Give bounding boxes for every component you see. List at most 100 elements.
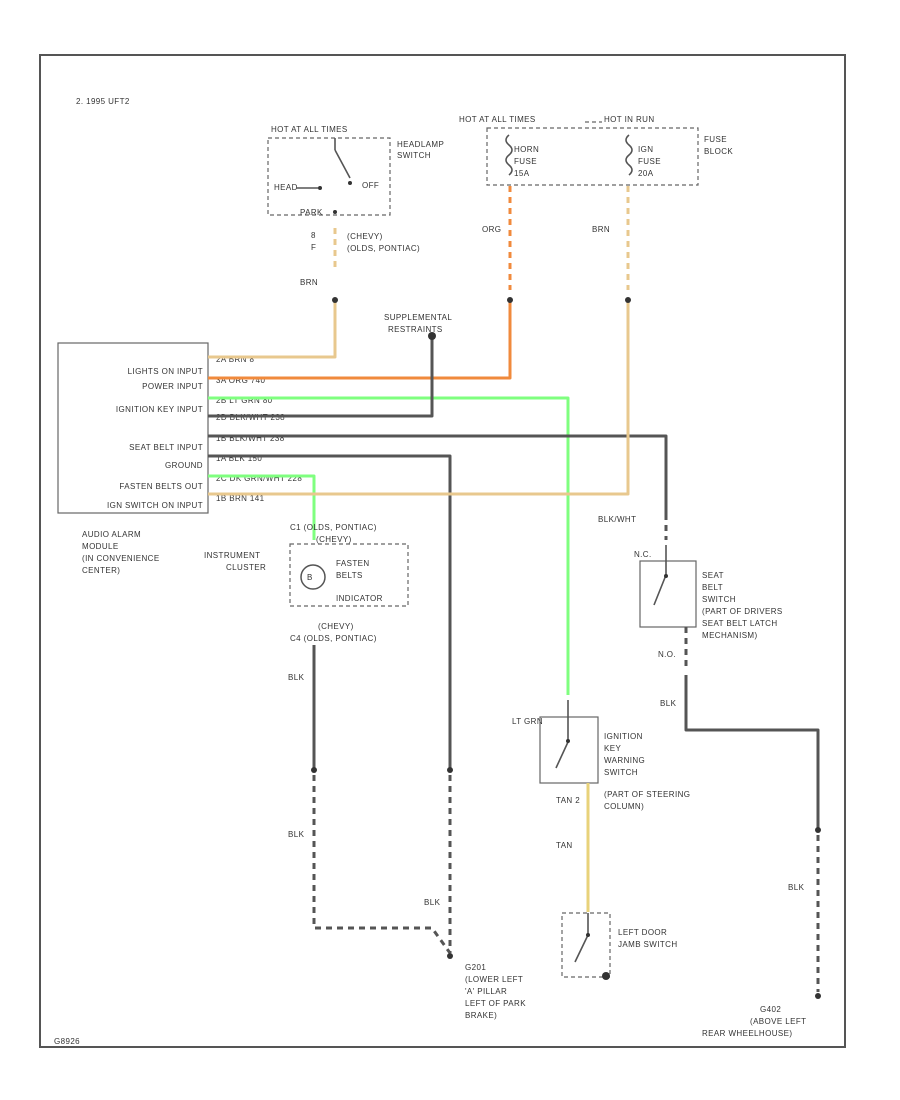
svg-text:'A' PILLAR: 'A' PILLAR [465, 987, 507, 996]
svg-text:BELTS: BELTS [336, 571, 363, 580]
svg-text:FUSE: FUSE [638, 157, 661, 166]
svg-text:C1 (OLDS, PONTIAC): C1 (OLDS, PONTIAC) [290, 523, 377, 532]
module-pin: 1B BRN 141 [216, 494, 265, 503]
svg-text:BLK: BLK [788, 883, 805, 892]
svg-text:SEAT: SEAT [702, 571, 724, 580]
svg-text:REAR WHEELHOUSE): REAR WHEELHOUSE) [702, 1029, 792, 1038]
svg-text:(IN CONVENIENCE: (IN CONVENIENCE [82, 554, 160, 563]
seat-belt-switch: BLK/WHT N.C. SEAT BELT SWITCH (PART OF D… [598, 515, 783, 708]
module-pin: 2B LT GRN 80 [216, 396, 273, 405]
module-pin: 2A BRN 8 [216, 355, 254, 364]
module-input: SEAT BELT INPUT [129, 443, 203, 452]
svg-text:HOT AT ALL TIMES: HOT AT ALL TIMES [459, 115, 536, 124]
fuse-wire-right-label: BRN [592, 225, 610, 234]
wire-lights-on-brn [208, 302, 337, 359]
svg-text:SUPPLEMENTAL: SUPPLEMENTAL [384, 313, 452, 322]
headlamp-hot-label: HOT AT ALL TIMES [271, 125, 348, 134]
svg-text:IGNITION: IGNITION [604, 732, 643, 741]
module-pin: 2C DK GRN/WHT 228 [216, 474, 302, 483]
svg-text:BLK: BLK [424, 898, 441, 907]
svg-text:TAN 2: TAN 2 [556, 796, 580, 805]
svg-text:BLOCK: BLOCK [704, 147, 733, 156]
svg-text:SWITCH: SWITCH [604, 768, 638, 777]
svg-text:C4 (OLDS, PONTIAC): C4 (OLDS, PONTIAC) [290, 634, 377, 643]
module-input: POWER INPUT [142, 382, 203, 391]
svg-text:(PART OF STEERING: (PART OF STEERING [604, 790, 690, 799]
svg-text:LEFT OF PARK: LEFT OF PARK [465, 999, 526, 1008]
left-door-jamb-switch: LEFT DOOR JAMB SWITCH [561, 912, 678, 980]
svg-text:INSTRUMENT: INSTRUMENT [204, 551, 260, 560]
module-input: IGNITION KEY INPUT [116, 405, 203, 414]
wire-ground-dashed-left [312, 775, 452, 954]
wire-ignition-key-ltgrn [208, 396, 570, 695]
ignition-key-warning-switch: LT GRN IGNITION KEY WARNING SWITCH (PART… [512, 700, 690, 850]
svg-text:(CHEVY): (CHEVY) [318, 622, 354, 631]
svg-text:(OLDS, PONTIAC): (OLDS, PONTIAC) [347, 244, 420, 253]
svg-text:N.C.: N.C. [634, 550, 652, 559]
svg-text:OFF: OFF [362, 181, 379, 190]
svg-text:SEAT BELT LATCH: SEAT BELT LATCH [702, 619, 778, 628]
svg-text:AUDIO ALARM: AUDIO ALARM [82, 530, 141, 539]
svg-text:BLK: BLK [660, 699, 677, 708]
svg-text:CENTER): CENTER) [82, 566, 120, 575]
svg-text:JAMB SWITCH: JAMB SWITCH [618, 940, 678, 949]
wire-ign-switch-brn [208, 302, 630, 496]
svg-text:BRAKE): BRAKE) [465, 1011, 497, 1020]
wire-seat-belt-input [208, 434, 668, 520]
diagram-border [39, 54, 846, 1048]
svg-text:HEADLAMP: HEADLAMP [397, 140, 444, 149]
svg-text:G402: G402 [760, 1005, 781, 1014]
svg-text:RESTRAINTS: RESTRAINTS [388, 325, 443, 334]
svg-text:LT GRN: LT GRN [512, 717, 543, 726]
svg-text:HEAD: HEAD [274, 183, 298, 192]
svg-text:N.O.: N.O. [658, 650, 676, 659]
module-input: IGN SWITCH ON INPUT [107, 501, 203, 510]
svg-text:CLUSTER: CLUSTER [226, 563, 266, 572]
svg-text:BLK: BLK [288, 830, 305, 839]
svg-text:(CHEVY): (CHEVY) [347, 232, 383, 241]
header-code: 2. 1995 UFT2 [76, 97, 130, 106]
module-input: FASTEN BELTS OUT [119, 482, 203, 491]
svg-text:SWITCH: SWITCH [397, 151, 431, 160]
headlamp-wire-label: BRN [300, 278, 318, 287]
ground-g201: BLK BLK G201 (LOWER LEFT 'A' PILLAR LEFT… [288, 830, 526, 1020]
svg-text:PARK: PARK [300, 208, 323, 217]
svg-text:INDICATOR: INDICATOR [336, 594, 383, 603]
svg-text:FUSE: FUSE [704, 135, 727, 144]
svg-text:WARNING: WARNING [604, 756, 645, 765]
svg-text:KEY: KEY [604, 744, 621, 753]
module-input: LIGHTS ON INPUT [128, 367, 203, 376]
svg-text:IGN: IGN [638, 145, 653, 154]
module-input: GROUND [165, 461, 203, 470]
svg-text:TAN: TAN [556, 841, 573, 850]
wire-srs-blkwht [208, 337, 434, 418]
svg-text:SWITCH: SWITCH [702, 595, 736, 604]
svg-text:HORN: HORN [514, 145, 539, 154]
wire-fasten-belts-out [208, 474, 316, 540]
footer-code: G8926 [54, 1037, 80, 1046]
svg-text:(LOWER LEFT: (LOWER LEFT [465, 975, 523, 984]
ground-g402: BLK G402 (ABOVE LEFT REAR WHEELHOUSE) [702, 883, 806, 1038]
wire-ground-blk [208, 454, 452, 770]
svg-text:(PART OF DRIVERS: (PART OF DRIVERS [702, 607, 783, 616]
wire-seat-belt-ground [684, 675, 820, 828]
svg-text:MECHANISM): MECHANISM) [702, 631, 758, 640]
svg-text:MODULE: MODULE [82, 542, 119, 551]
svg-text:LEFT DOOR: LEFT DOOR [618, 928, 667, 937]
module-pin: 1A BLK 150 [216, 454, 262, 463]
cluster-wire-label: BLK [288, 673, 305, 682]
fuse-block: HOT AT ALL TIMES HOT IN RUN FUSE BLOCK H… [459, 115, 733, 234]
svg-text:15A: 15A [514, 169, 530, 178]
svg-text:FUSE: FUSE [514, 157, 537, 166]
fasten-belts-bulb-icon [300, 564, 326, 590]
module-pin: 1B BLK/WHT 238 [216, 434, 285, 443]
svg-text:B: B [307, 573, 313, 582]
svg-text:8: 8 [311, 231, 316, 240]
svg-text:G201: G201 [465, 963, 486, 972]
audio-alarm-module: LIGHTS ON INPUT POWER INPUT IGNITION KEY… [57, 342, 302, 575]
svg-text:BLK/WHT: BLK/WHT [598, 515, 636, 524]
fuse-wire-left-label: ORG [482, 225, 501, 234]
svg-text:FASTEN: FASTEN [336, 559, 370, 568]
wire-power-org [208, 302, 512, 380]
